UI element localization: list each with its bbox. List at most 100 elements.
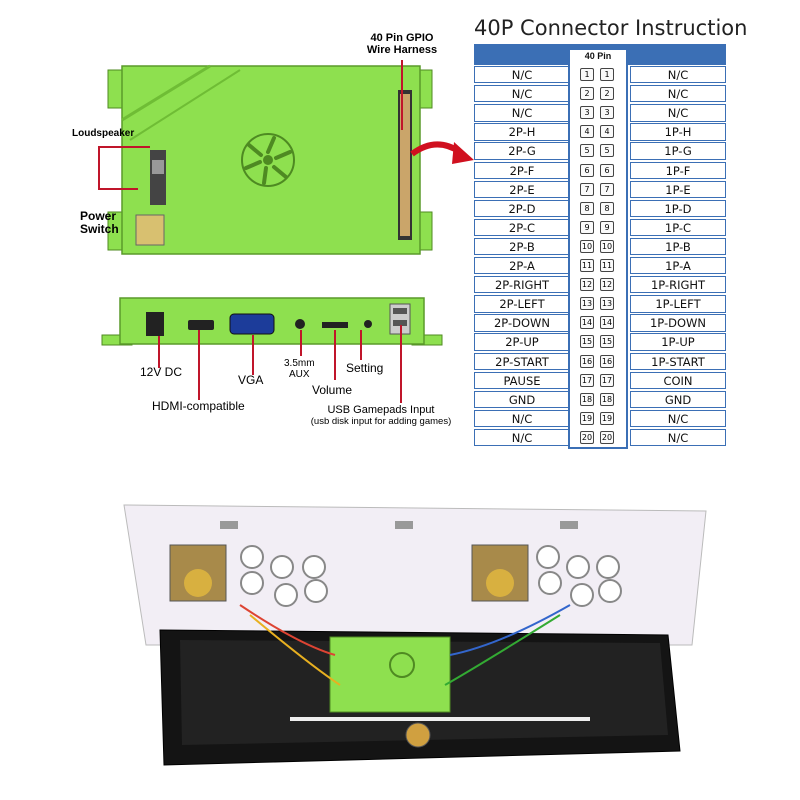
pin-number-left: 1	[580, 68, 594, 81]
pin-number-left: 15	[580, 335, 594, 349]
pin-left-signal: 2P-A	[474, 257, 570, 275]
pin-number-right: 2	[600, 87, 614, 101]
pin-right-signal: N/C	[630, 409, 726, 428]
hdmi-label: HDMI-compatible	[152, 399, 245, 413]
pin-number-right: 7	[600, 182, 614, 196]
pin-number-right: 12	[600, 278, 614, 292]
pin-number-left: 2	[580, 87, 594, 101]
pinout-row: N/C 20 20 N/C	[474, 428, 726, 447]
pin-number-left: 10	[580, 239, 594, 253]
pin-number-left: 6	[580, 163, 594, 177]
pinout-title: 40P Connector Instruction	[474, 16, 748, 40]
pinout-row: 2P-B 10 10 1P-B	[474, 237, 726, 256]
pin-left-signal: N/C	[474, 66, 570, 84]
pin-right-signal: 1P-G	[630, 142, 726, 160]
pin-number-right: 19	[600, 411, 614, 425]
pin-left-signal: 2P-START	[474, 352, 570, 370]
board-top-view	[107, 64, 433, 255]
pin-number-right: 17	[600, 373, 614, 387]
pin-number-left: 8	[580, 201, 594, 215]
arrow-icon	[410, 141, 474, 164]
pin-number-right: 5	[600, 144, 614, 158]
pin-right-signal: N/C	[630, 428, 726, 447]
pinout-row: 2P-START 16 16 1P-START	[474, 352, 726, 371]
pin-left-signal: 2P-DOWN	[474, 314, 570, 332]
pinout-row: 2P-DOWN 14 14 1P-DOWN	[474, 314, 726, 332]
pin-number-left: 13	[580, 297, 594, 311]
pin-number-right: 18	[600, 392, 614, 406]
pin-right-signal: 1P-START	[630, 352, 726, 370]
connector-header: 40 Pin	[584, 51, 612, 61]
pin-number-right: 14	[600, 316, 614, 330]
pin-number-left: 16	[580, 354, 594, 368]
pin-right-signal: COIN	[630, 371, 726, 389]
pin-right-signal: 1P-RIGHT	[630, 276, 726, 294]
pin-right-signal: 1P-LEFT	[630, 295, 726, 313]
loudspeaker-label: Loudspeaker	[72, 128, 135, 139]
pin-left-signal: 2P-D	[474, 199, 570, 218]
pin-number-right: 10	[600, 239, 614, 253]
pin-number-left: 18	[580, 392, 594, 406]
pin-left-signal: N/C	[474, 85, 570, 103]
pin-left-signal: 2P-G	[474, 142, 570, 160]
pin-number-left: 12	[580, 278, 594, 292]
pin-number-right: 15	[600, 335, 614, 349]
pin-right-signal: 1P-DOWN	[630, 314, 726, 332]
pin-right-signal: 1P-A	[630, 257, 726, 275]
dc-label: 12V DC	[140, 365, 183, 379]
pin-right-signal: 1P-B	[630, 237, 726, 256]
pin-left-signal: 2P-B	[474, 237, 570, 256]
arcade-case-photo	[123, 504, 707, 766]
vga-label: VGA	[238, 373, 264, 387]
pin-right-signal: 1P-D	[630, 199, 726, 218]
pin-left-signal: N/C	[474, 409, 570, 428]
pin-number-left: 9	[580, 220, 594, 234]
pin-number-right: 8	[600, 201, 614, 215]
usb-label: USB Gamepads Input (usb disk input for a…	[310, 404, 452, 427]
pin-number-right: 3	[600, 106, 614, 120]
pin-number-left: 20	[580, 430, 594, 444]
pin-number-right: 16	[600, 354, 614, 368]
pin-number-right: 9	[600, 220, 614, 234]
pin-number-left: 17	[580, 373, 594, 387]
pinout-row: 2P-RIGHT 12 12 1P-RIGHT	[474, 276, 726, 294]
fan-icon	[241, 133, 295, 187]
setting-label: Setting	[346, 361, 384, 375]
pin-left-signal: 2P-E	[474, 180, 570, 198]
pin-right-signal: 1P-F	[630, 161, 726, 179]
pin-left-signal: 2P-RIGHT	[474, 276, 570, 294]
pin-left-signal: N/C	[474, 428, 570, 447]
pin-number-left: 7	[580, 182, 594, 196]
pin-number-left: 11	[580, 259, 594, 272]
pin-left-signal: 2P-UP	[474, 333, 570, 351]
pin-number-right: 1	[600, 68, 614, 81]
pin-left-signal: PAUSE	[474, 371, 570, 389]
pin-number-left: 19	[580, 411, 594, 425]
pinout-row: PAUSE 17 17 COIN	[474, 371, 726, 390]
pin-number-left: 5	[580, 144, 594, 158]
pin-number-left: 14	[580, 316, 594, 330]
pinout-row: N/C 19 19 N/C	[474, 409, 726, 428]
pin-number-right: 20	[600, 430, 614, 444]
pin-left-signal: 2P-H	[474, 123, 570, 141]
pin-right-signal: 1P-C	[630, 218, 726, 237]
pin-left-signal: 2P-LEFT	[474, 295, 570, 313]
pin-number-right: 6	[600, 163, 614, 177]
pin-right-signal: N/C	[630, 85, 726, 103]
pin-right-signal: 1P-E	[630, 180, 726, 198]
pin-left-signal: 2P-C	[474, 218, 570, 237]
pin-right-signal: N/C	[630, 104, 726, 122]
